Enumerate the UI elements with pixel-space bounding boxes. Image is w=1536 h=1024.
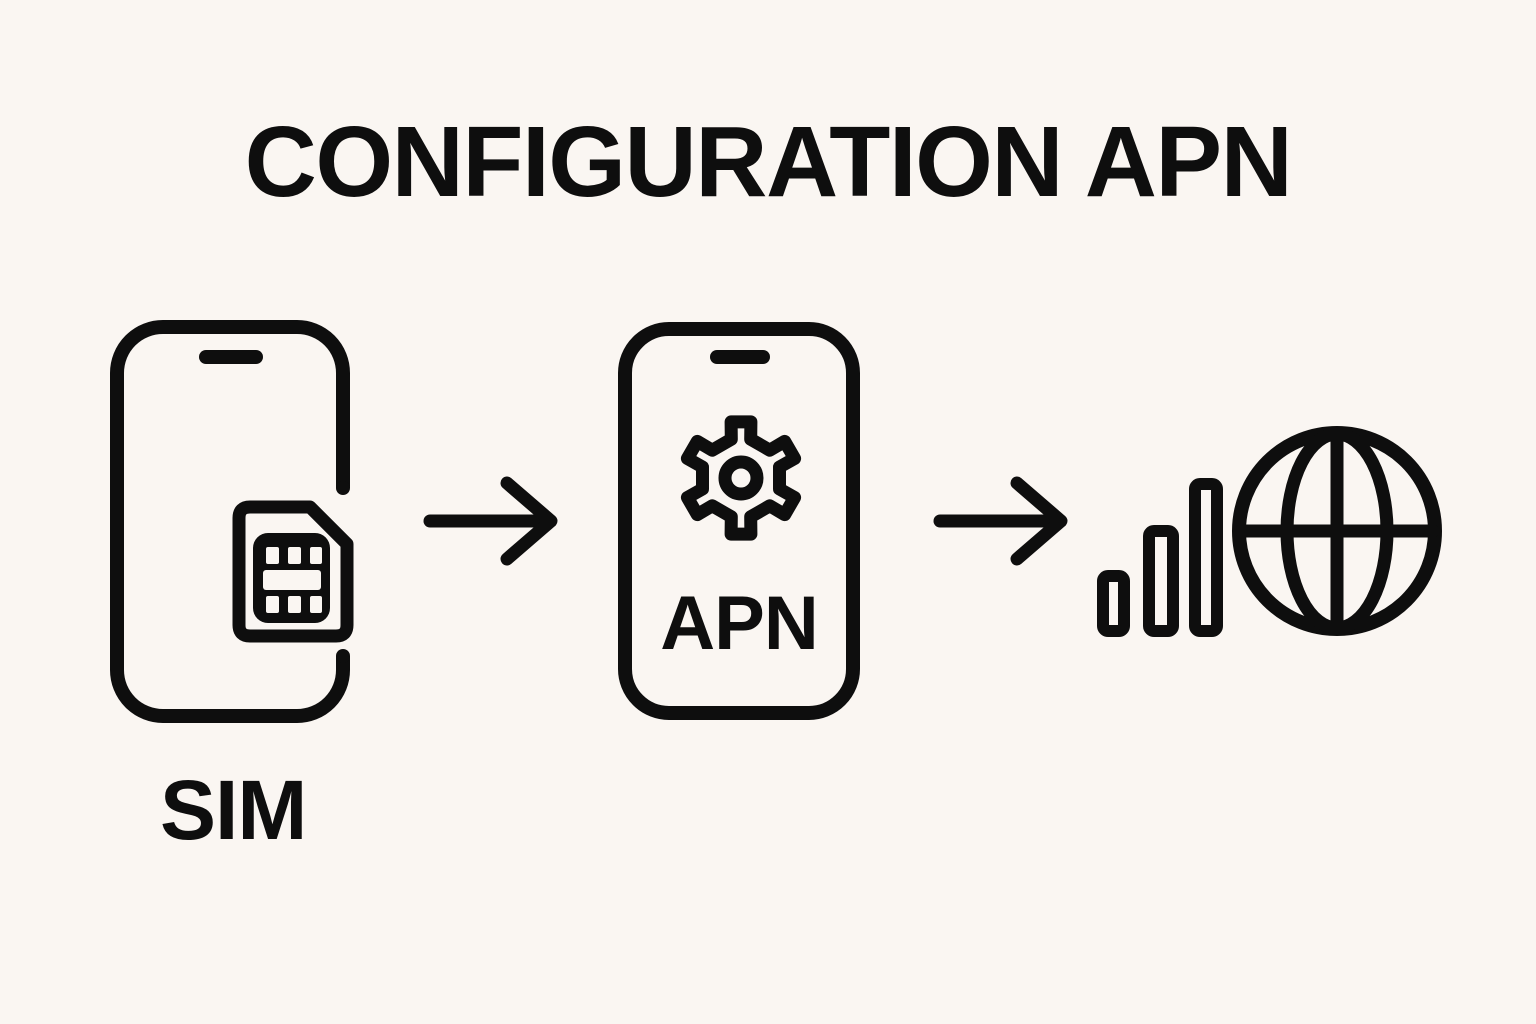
gear-icon [680,415,802,541]
apn-label: APN [660,581,818,666]
chip-contact [310,596,322,613]
signal-bars-icon [1097,478,1223,637]
signal-bar-mid [1143,525,1179,637]
smartphone-with-gear-icon [618,322,860,720]
smartphone-with-sim-card-icon [110,320,355,723]
edge-cap-top [336,481,350,495]
gear-hub [718,455,764,501]
chip-contact [288,547,301,564]
right-arrow-icon [423,476,558,566]
edge-cap-bottom [336,649,350,663]
chip-contact-band [263,570,321,590]
chip-contact [310,547,322,564]
chip-contact [266,547,279,564]
right-arrow-icon [933,476,1068,566]
signal-bar-low [1097,570,1130,637]
page-title: CONFIGURATION APN [244,106,1293,218]
globe-meridian-curved [1280,427,1394,635]
chip-contact [288,596,301,613]
chip-contact [266,596,279,613]
globe-icon [1232,426,1442,636]
smartphone-outline [618,322,860,720]
sim-label: SIM [160,763,307,857]
signal-bar-high [1189,478,1223,637]
